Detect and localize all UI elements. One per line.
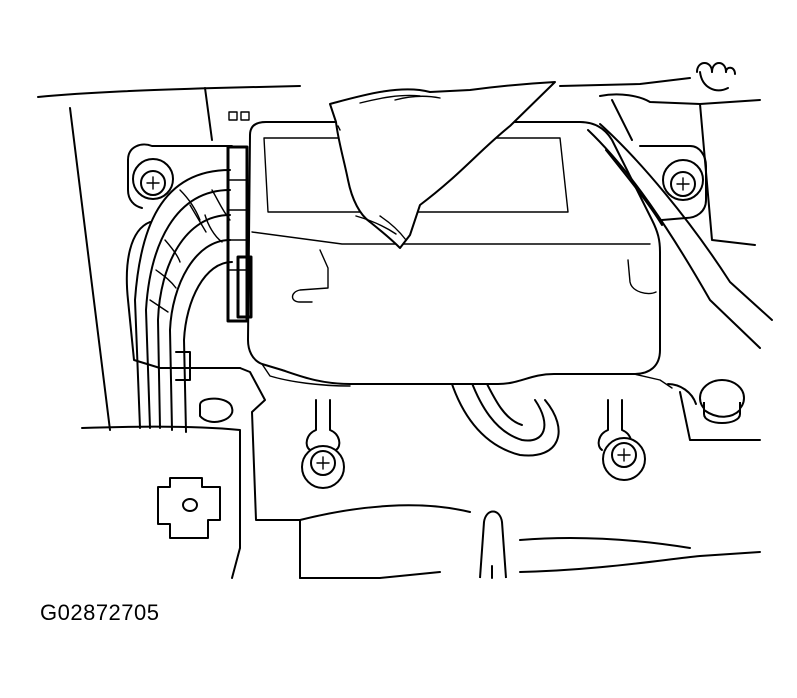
hand [329, 81, 556, 249]
wire-bundle [134, 169, 233, 433]
harness-connector [226, 145, 253, 323]
lower-left-bracket [81, 397, 241, 579]
center-pin [479, 510, 507, 579]
diagonal-cable [587, 123, 773, 349]
upper-right-bolt [662, 159, 704, 201]
lower-right-stud [597, 399, 646, 481]
grommet-knob [699, 379, 745, 424]
lower-left-stud [301, 399, 345, 489]
background-panel [37, 62, 761, 431]
upper-left-bolt [132, 158, 174, 200]
mounting-bracket [125, 143, 761, 579]
lower-harness-loop [449, 377, 560, 457]
figure-code: G02872705 [40, 600, 160, 625]
